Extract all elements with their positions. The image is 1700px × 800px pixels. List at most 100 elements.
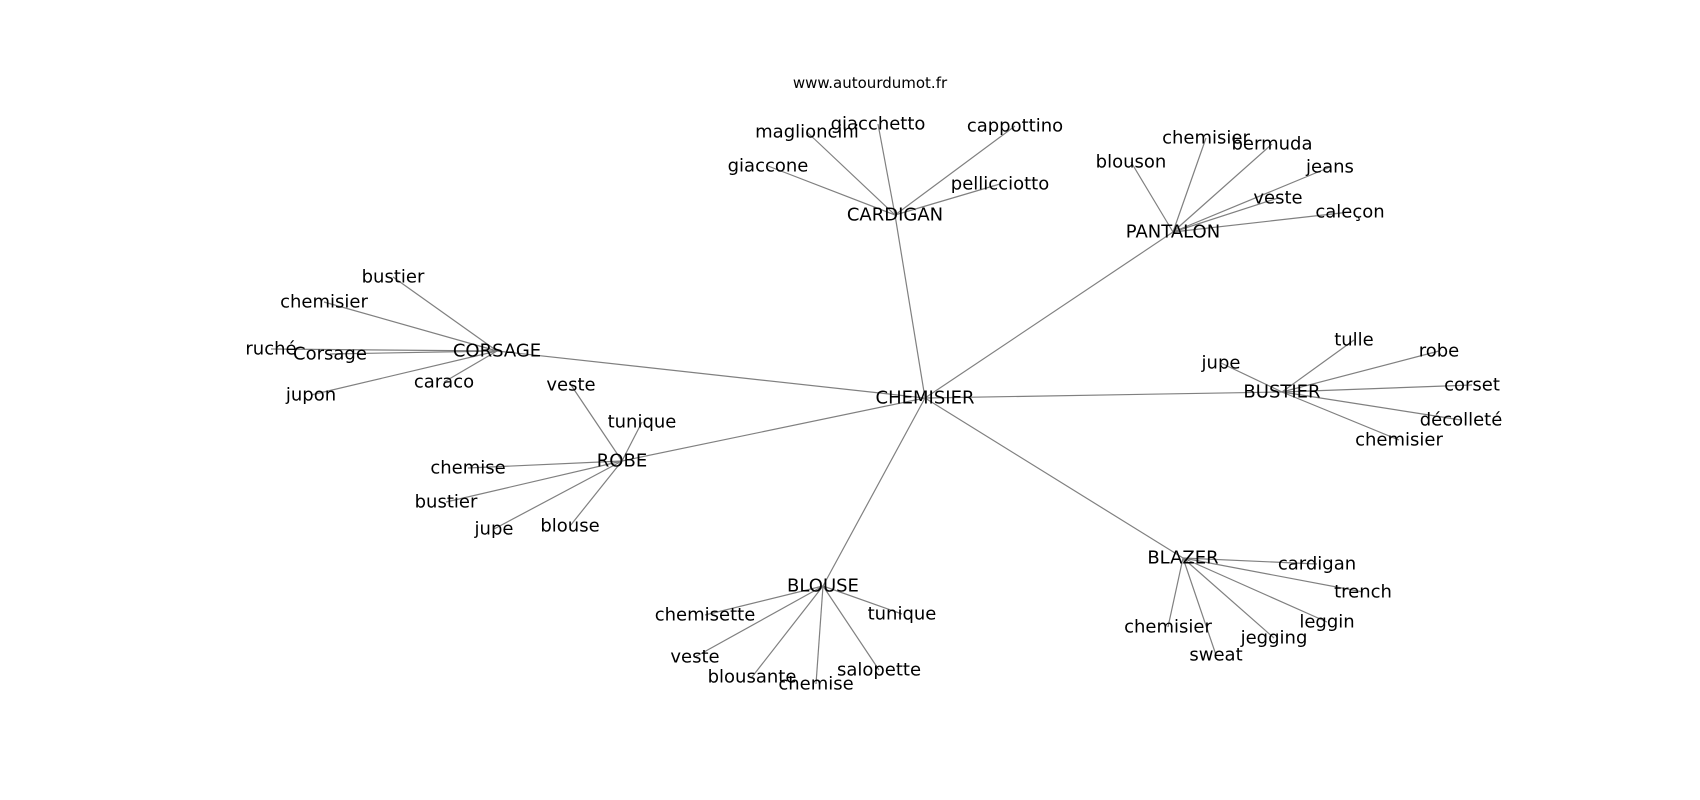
edge-chemisier-bustier [924, 391, 1283, 399]
node-leaf-bustier-tulle: tulle [1334, 330, 1374, 351]
edge-corsage-jupon [310, 350, 498, 396]
node-leaf-robe-bustier: bustier [415, 492, 478, 513]
node-leaf-robe-chemise: chemise [430, 458, 505, 479]
edge-bustier-robe [1281, 350, 1440, 393]
edge-bustier-jupe [1220, 362, 1283, 393]
node-leaf-blazer-trench: trench [1334, 582, 1392, 603]
edge-pantalon-calecon [1172, 211, 1351, 233]
node-leaf-blouse-salopette: salopette [837, 660, 921, 681]
edge-blouse-salopette [822, 585, 880, 671]
edge-blouse-tunique [822, 585, 903, 615]
node-hub-corsage: CORSAGE [453, 341, 541, 362]
edge-chemisier-corsage [496, 350, 926, 399]
edge-corsage-bustier [392, 276, 498, 352]
node-leaf-corsage-bustier: bustier [362, 267, 425, 288]
node-center-chemisier: CHEMISIER [876, 388, 975, 409]
edge-blazer-chemisier [1167, 557, 1184, 628]
node-leaf-blazer-leggin: leggin [1299, 612, 1354, 633]
edge-corsage-chemisier [323, 301, 498, 352]
node-leaf-robe-jupe: jupe [474, 519, 514, 540]
edge-cardigan-cappottino [894, 125, 1016, 216]
edge-cardigan-giacchetto [877, 123, 896, 216]
node-leaf-blouse-veste: veste [670, 647, 719, 668]
node-leaf-corsage-jupon: jupon [285, 385, 336, 406]
node-leaf-bustier-corset: corset [1444, 375, 1500, 396]
node-leaf-bustier-chemisier: chemisier [1355, 430, 1443, 451]
node-leaf-corsage-chemisier: chemisier [280, 292, 368, 313]
node-leaf-robe-blouse: blouse [540, 516, 599, 537]
edge-pantalon-chemisier [1172, 137, 1207, 233]
edge-blazer-sweat [1182, 557, 1217, 656]
node-leaf-pantalon-calecon: caleçon [1315, 202, 1384, 223]
node-leaf-corsage-ruche: ruché [245, 339, 296, 360]
node-hub-cardigan: CARDIGAN [847, 205, 943, 226]
node-leaf-blazer-cardigan: cardigan [1278, 554, 1356, 575]
edge-robe-tunique [621, 421, 643, 462]
edge-cardigan-giaccone [767, 165, 896, 216]
node-leaf-blouse-chemise: chemise [778, 674, 853, 695]
node-leaf-bustier-robe: robe [1419, 341, 1460, 362]
node-leaf-blouse-blousante: blousante [708, 667, 797, 688]
node-leaf-corsage-caraco: caraco [414, 372, 474, 393]
edge-bustier-chemisier [1281, 391, 1400, 441]
node-leaf-cardigan-giacchetto: giacchetto [831, 114, 926, 135]
edge-blouse-blousante [751, 585, 824, 678]
edges [270, 123, 1473, 685]
node-hub-robe: ROBE [597, 451, 647, 472]
node-leaf-robe-veste: veste [546, 375, 595, 396]
source-label: www.autourdumot.fr [793, 74, 948, 92]
node-leaf-pantalon-chemisier: chemisier [1162, 128, 1250, 149]
edge-blazer-cardigan [1182, 557, 1318, 565]
edge-blouse-veste [694, 585, 824, 658]
node-leaf-corsage-corsage: Corsage [293, 344, 367, 365]
edge-bustier-decollete [1281, 391, 1462, 421]
node-hub-blazer: BLAZER [1147, 548, 1218, 569]
edge-blazer-trench [1182, 557, 1364, 593]
edge-pantalon-jeans [1172, 166, 1331, 233]
node-leaf-pantalon-bermuda: bermuda [1232, 134, 1313, 155]
edge-robe-chemise [467, 460, 623, 469]
edge-blazer-jegging [1182, 557, 1275, 639]
node-leaf-blazer-jegging: jegging [1240, 628, 1308, 649]
node-leaf-pantalon-jeans: jeans [1305, 157, 1354, 178]
edge-pantalon-bermuda [1172, 143, 1273, 233]
node-leaf-bustier-decollete: décolleté [1420, 410, 1503, 431]
edge-cardigan-pellicciotto [894, 183, 1001, 216]
edge-corsage-ruche [270, 348, 498, 352]
node-leaf-blazer-chemisier: chemisier [1124, 617, 1212, 638]
edge-chemisier-pantalon [924, 231, 1174, 399]
node-leaf-robe-tunique: tunique [608, 412, 677, 433]
node-hub-pantalon: PANTALON [1126, 222, 1220, 243]
edge-chemisier-robe [621, 397, 926, 462]
node-leaf-bustier-jupe: jupe [1201, 353, 1241, 374]
edge-bustier-corset [1281, 384, 1473, 393]
edge-robe-veste [570, 384, 623, 462]
edge-corsage-corsage [329, 350, 498, 355]
edge-corsage-caraco [443, 350, 498, 383]
edge-chemisier-blouse [822, 397, 926, 587]
node-hub-bustier: BUSTIER [1243, 382, 1320, 403]
edge-chemisier-cardigan [894, 214, 926, 399]
edge-bustier-tulle [1281, 339, 1355, 393]
edge-pantalon-blouson [1130, 161, 1174, 233]
edge-cardigan-maglioncini [806, 131, 896, 216]
node-leaf-cardigan-pellicciotto: pellicciotto [951, 174, 1049, 195]
edge-robe-bustier [445, 460, 623, 503]
node-leaf-pantalon-veste: veste [1253, 188, 1302, 209]
edge-blouse-chemise [815, 585, 824, 685]
node-leaf-blouse-tunique: tunique [868, 604, 937, 625]
edge-blazer-leggin [1182, 557, 1328, 623]
node-leaf-cardigan-maglioncini: maglioncini [755, 122, 859, 143]
node-leaf-pantalon-blouson: blouson [1096, 152, 1167, 173]
edge-pantalon-veste [1172, 197, 1279, 233]
edge-chemisier-blazer [924, 397, 1184, 559]
node-leaf-cardigan-giaccone: giaccone [728, 156, 809, 177]
edge-robe-blouse [569, 460, 623, 527]
node-leaf-cardigan-cappottino: cappottino [967, 116, 1063, 137]
edge-robe-jupe [493, 460, 623, 530]
node-leaf-blazer-sweat: sweat [1189, 645, 1242, 666]
node-hub-blouse: BLOUSE [787, 576, 859, 597]
node-leaf-blouse-chemisette: chemisette [655, 605, 756, 626]
